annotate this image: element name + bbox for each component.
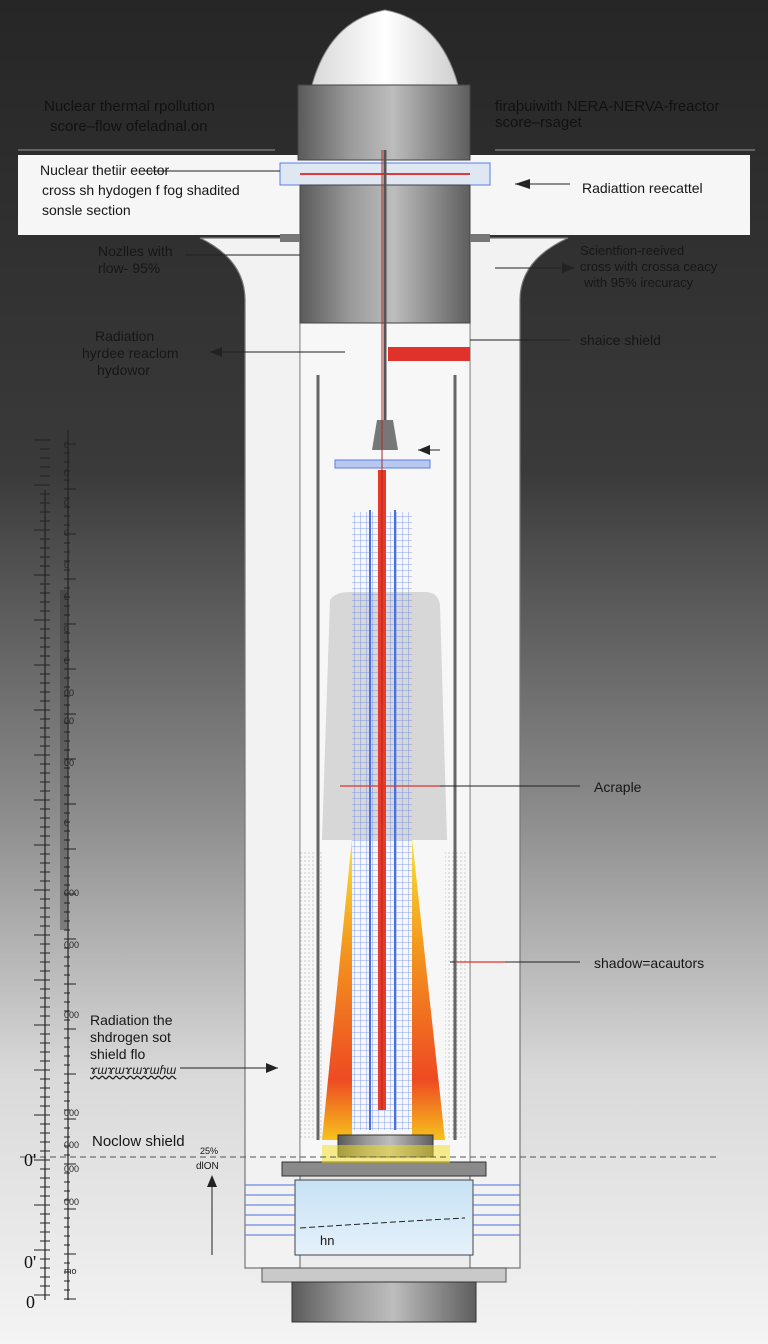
nose-cone — [311, 9, 459, 86]
ruler-tick-label: 0 — [64, 498, 70, 508]
label-scientific-3: with 95% irecuracy — [584, 275, 694, 290]
label-radiation-hydrogen-2: hyrdee reaclom — [82, 345, 179, 361]
label-shadow-acautors: shadow=acautors — [594, 955, 705, 971]
label-radiation-hydrogen-1: Radiation — [95, 328, 155, 344]
ruler-tick-label: 0 — [64, 440, 70, 450]
ruler-tick-label: 0 — [64, 592, 70, 602]
label-dion: dlON — [196, 1161, 219, 1172]
ruler-tick-label: 0 — [64, 818, 70, 828]
title-right-line2: score–rsaget — [495, 114, 582, 131]
label-nozzles-1: Nozlles with — [98, 243, 173, 259]
ruler-tick-label: 000 — [64, 1140, 80, 1150]
ruler-tick-label: 000 — [64, 1164, 80, 1174]
label-percent-small: 25% — [200, 1146, 219, 1156]
label-radiation-shield-2: shdrogen sot — [90, 1029, 171, 1045]
flame-right — [412, 838, 445, 1140]
zero-mark-1: 0' — [24, 1150, 37, 1170]
base-chamber — [294, 1179, 474, 1256]
label-radiation-recattel: Radiattion reecattel — [582, 180, 703, 196]
ruler-tick-label: 0 — [64, 656, 70, 666]
label-acraple: Acraple — [594, 779, 642, 795]
ruler-tick-label: 000 — [64, 1197, 80, 1207]
title-right-line1: firaþuiwith NERA-NERVA-freactor — [495, 98, 720, 115]
label-radiation-shield-scribble: ɤɯɤɯɤɯɤɯɦɯ — [90, 1063, 177, 1077]
ruler-tick-label: 000 — [64, 1108, 80, 1118]
label-shield-top: shaice shield — [580, 332, 661, 348]
label-scientific-1: Scientfion-reeived — [580, 243, 685, 258]
ruler-tick-label: 0 — [64, 468, 70, 478]
label-noclow-shield: Noclow shield — [92, 1133, 185, 1150]
label-radiation-hydrogen-3: hydowor — [97, 362, 150, 378]
label-cross-section-1: Nuclear thetiir eector — [40, 162, 170, 178]
top-cylinder — [297, 84, 471, 161]
label-scientific-2: cross with crossa ceacy — [580, 259, 718, 274]
nozzle-base — [291, 1281, 477, 1323]
title-left-line1: Nuclear thermal rpollution — [44, 98, 215, 115]
label-cross-section-2: cross sh hydogen f fog shadited — [42, 182, 240, 198]
ruler-tick-label: 000 — [64, 888, 80, 898]
label-nozzles-2: rlow- 95% — [98, 260, 161, 276]
flame-left — [322, 838, 352, 1140]
zero-mark-2: 0' — [24, 1252, 37, 1272]
label-radiation-shield-3: shield flo — [90, 1046, 146, 1062]
label-cross-section-3: sonsle section — [42, 202, 131, 218]
label-radiation-shield-1: Radiation the — [90, 1012, 173, 1028]
ruler-tick-label: 00 — [64, 688, 75, 698]
red-shield-strip — [388, 347, 470, 361]
ruler-tick-label: 000 — [64, 940, 80, 950]
zero-mark-3: 0 — [26, 1292, 35, 1312]
ruler-tick-label: 0 — [64, 560, 70, 570]
ruler-tick-label: 0 — [64, 624, 70, 634]
label-hn: hn — [320, 1233, 335, 1248]
title-left-line2: score–flow ofeladnal.on — [50, 118, 208, 135]
ruler-tick-label: 00 — [64, 716, 75, 726]
ruler-tick-label: mo — [64, 1266, 77, 1276]
ruler-tick-label: 0 — [64, 528, 70, 538]
ruler-tick-label: 000 — [64, 1010, 80, 1020]
ruler-tick-label: 00 — [64, 758, 75, 768]
